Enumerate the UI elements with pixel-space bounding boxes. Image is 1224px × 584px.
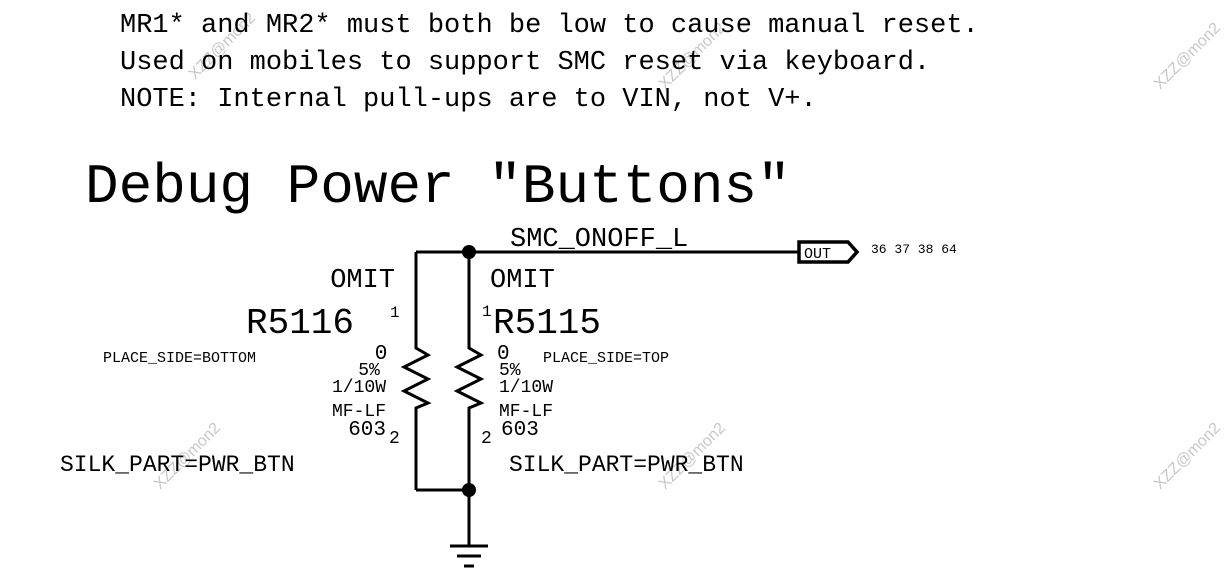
net-label: SMC_ONOFF_L	[510, 225, 688, 255]
r5115-package: 603	[501, 419, 539, 442]
r5116-value: 0	[375, 343, 388, 366]
output-port-icon	[797, 240, 860, 264]
r5116-refdes: R5116	[246, 303, 354, 344]
r5115-silk: SILK_PART=PWR_BTN	[509, 452, 744, 478]
r5115-place-side: PLACE_SIDE=TOP	[543, 350, 669, 367]
r5116-pin2: 2	[389, 429, 400, 449]
r5116-power: 1/10W	[332, 378, 386, 398]
r5116-silk: SILK_PART=PWR_BTN	[60, 452, 295, 478]
diagram-title: Debug Power "Buttons"	[85, 155, 791, 219]
wires	[414, 250, 800, 545]
r5116-pin1: 1	[390, 304, 400, 322]
watermark: XZZ@mon2	[1151, 20, 1224, 93]
r5115-pin1: 1	[482, 303, 492, 321]
r5115-tolerance: 5%	[499, 361, 521, 381]
page-references: 36 37 38 64	[871, 242, 957, 257]
r5115-omit: OMIT	[490, 266, 555, 296]
r5116-tolerance: 5%	[358, 361, 380, 381]
output-port-label: OUT	[804, 246, 831, 263]
r5115-pin2: 2	[481, 429, 492, 449]
r5116-type: MF-LF	[332, 402, 386, 422]
r5115-resistor-symbol	[453, 338, 485, 412]
r5116-package: 603	[348, 419, 386, 442]
watermark: XZZ@mon2	[1151, 420, 1224, 493]
r5116-omit: OMIT	[330, 266, 395, 296]
junction-dot-bottom	[462, 483, 476, 497]
r5115-refdes: R5115	[493, 303, 601, 344]
r5116-resistor-symbol	[400, 338, 432, 412]
r5115-value: 0	[497, 343, 510, 366]
note-line-1: MR1* and MR2* must both be low to cause …	[120, 11, 979, 41]
junction-dot-top	[462, 245, 476, 259]
note-line-3: NOTE: Internal pull-ups are to VIN, not …	[120, 85, 817, 115]
ground-icon	[450, 544, 488, 568]
r5115-type: MF-LF	[499, 402, 553, 422]
r5115-power: 1/10W	[499, 378, 553, 398]
r5116-place-side: PLACE_SIDE=BOTTOM	[103, 350, 256, 367]
note-line-2: Used on mobiles to support SMC reset via…	[120, 48, 930, 78]
